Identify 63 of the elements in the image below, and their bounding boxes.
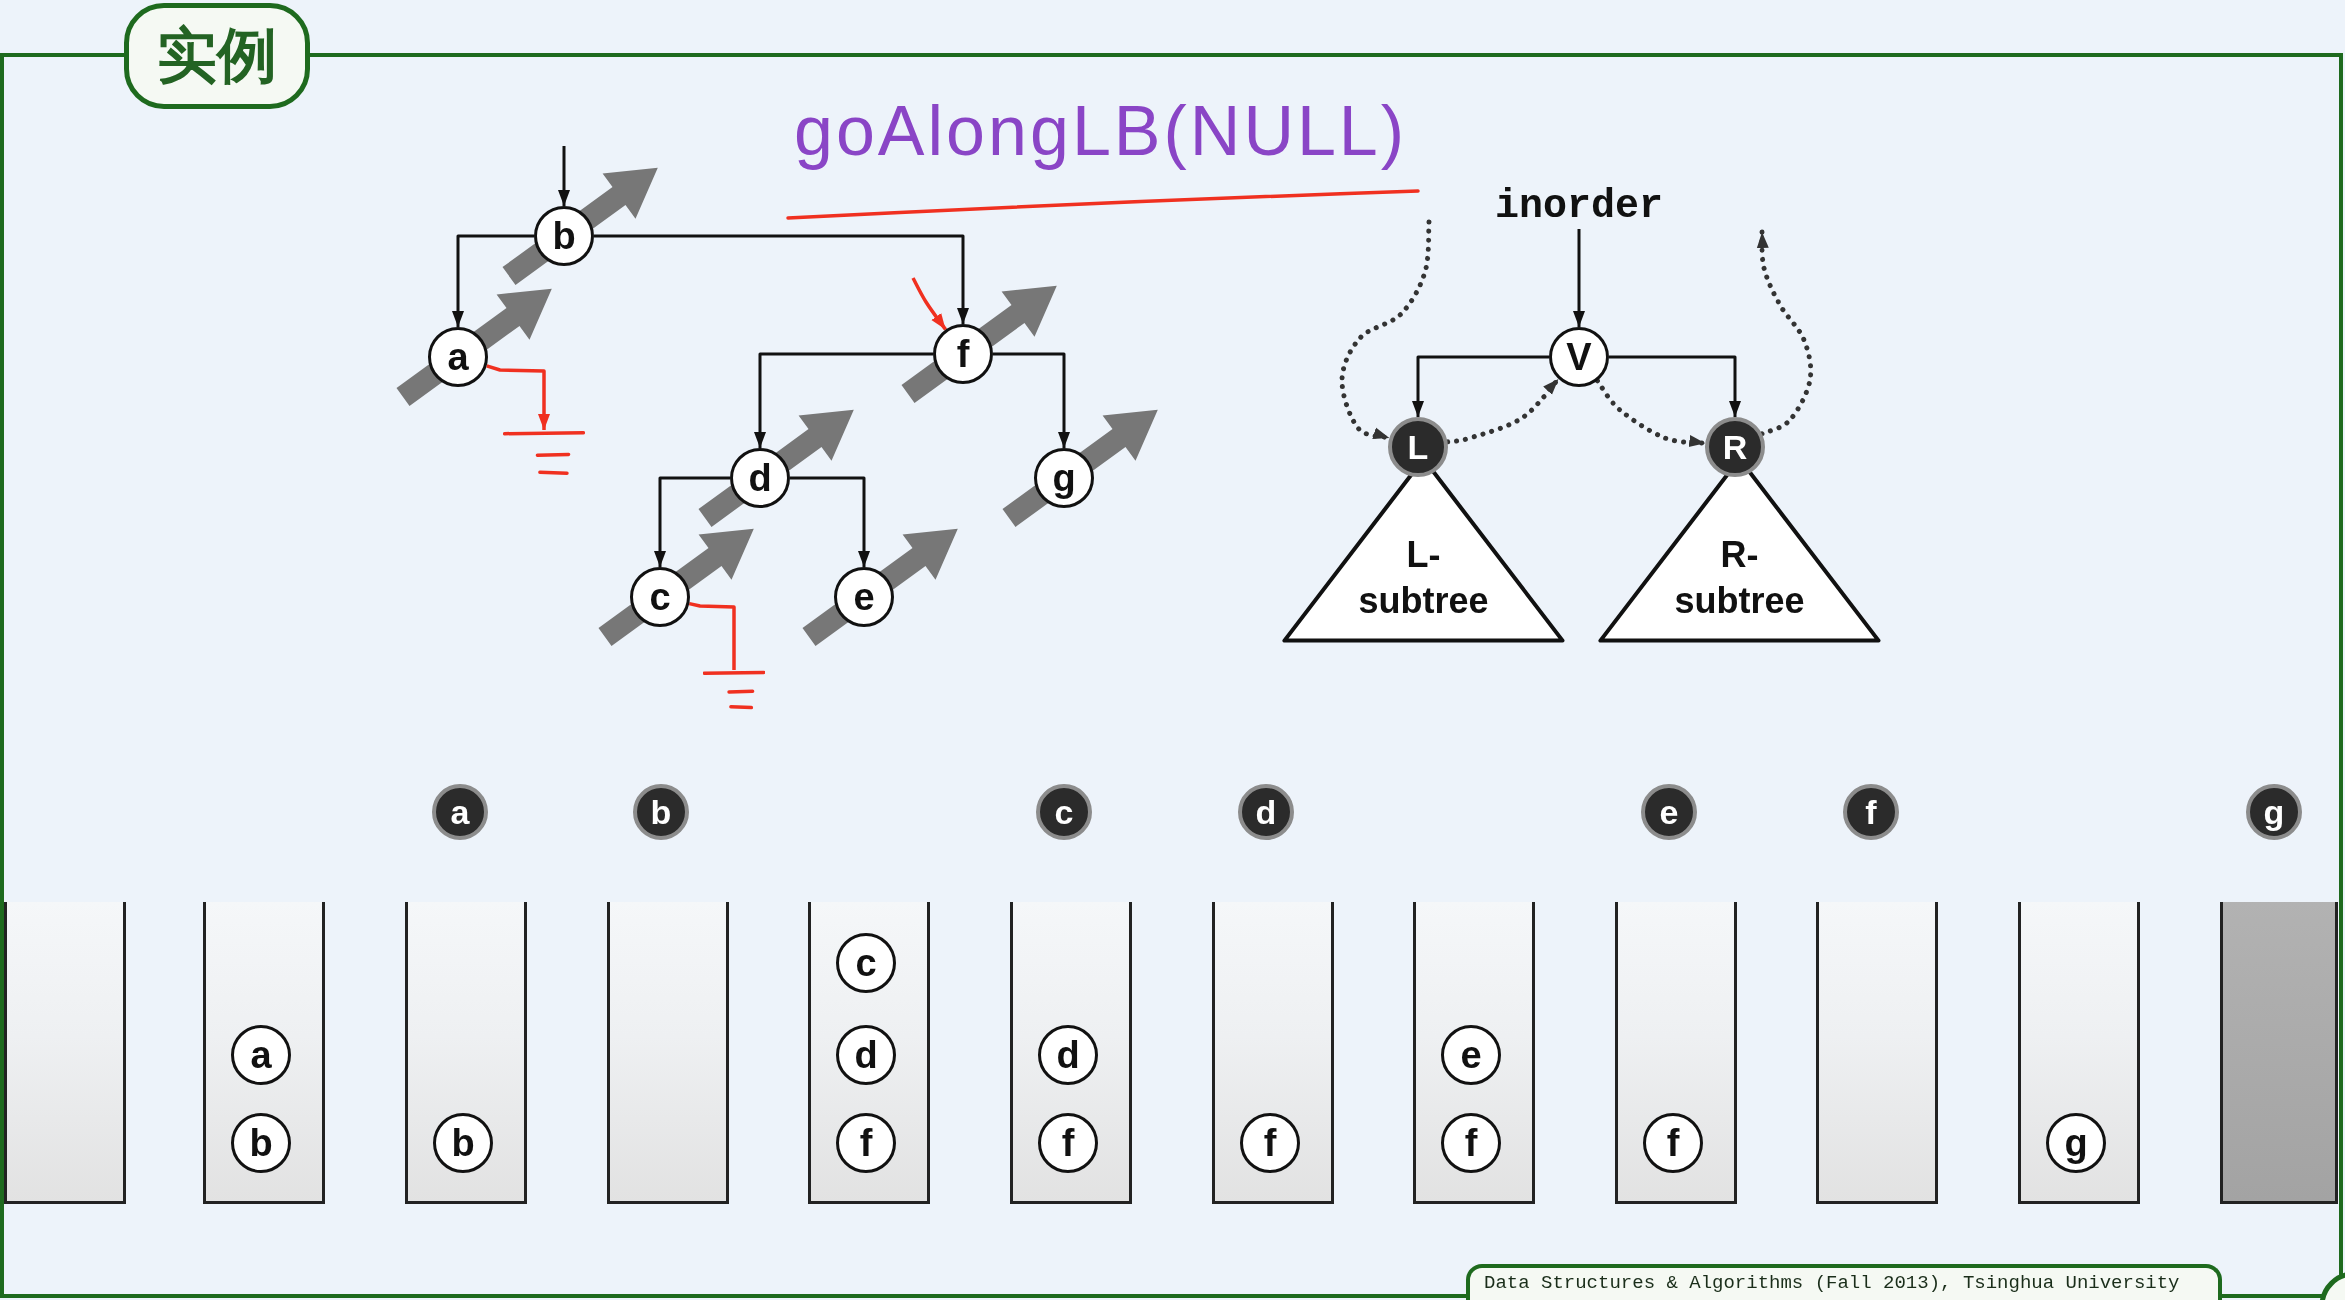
- visited-node: b: [633, 784, 689, 840]
- ground-icon: [703, 670, 765, 710]
- arrow: [911, 277, 947, 331]
- visited-node: f: [1843, 784, 1899, 840]
- node-circle: e: [834, 567, 894, 627]
- stack-entry: f: [1240, 1113, 1300, 1173]
- arrow: [1412, 355, 1549, 417]
- node-circle: R: [1705, 417, 1765, 477]
- arrow: [558, 146, 570, 206]
- connector-line: [688, 601, 736, 670]
- arrow: [790, 476, 870, 567]
- ground-icon: [503, 430, 585, 476]
- node-circle: d: [730, 448, 790, 508]
- stack-container: [405, 902, 527, 1204]
- text-label: inorder: [1494, 183, 1664, 229]
- arrow: [1573, 229, 1585, 327]
- stack-entry: e: [1441, 1025, 1501, 1085]
- stack-container: [4, 902, 126, 1204]
- visited-node: e: [1641, 784, 1697, 840]
- visited-node: a: [432, 784, 488, 840]
- stack-entry: f: [1643, 1113, 1703, 1173]
- arrow: [754, 352, 933, 448]
- stack-container: [1413, 902, 1535, 1204]
- dotted-arrow: [1756, 229, 1814, 437]
- stack-entry: b: [433, 1113, 493, 1173]
- arrow: [594, 234, 969, 324]
- dotted-arrow: [1339, 219, 1432, 441]
- node-circle: a: [428, 327, 488, 387]
- arrow: [654, 476, 730, 567]
- stack-container: [1615, 902, 1737, 1204]
- stack-container: [1010, 902, 1132, 1204]
- stack-container: [2018, 902, 2140, 1204]
- stack-container: [607, 902, 729, 1204]
- stack-entry: c: [836, 933, 896, 993]
- footer-tab: Data Structures & Algorithms (Fall 2013), Tsinghua University: [1466, 1264, 2222, 1300]
- title-tab: 实例: [124, 3, 310, 109]
- stack-entry: a: [231, 1025, 291, 1085]
- node-circle: b: [534, 206, 594, 266]
- stack-container: [1212, 902, 1334, 1204]
- arrow: [1609, 355, 1741, 417]
- node-circle: V: [1549, 327, 1609, 387]
- node-circle: c: [630, 567, 690, 627]
- stack-container: [1816, 902, 1938, 1204]
- arrow: [452, 234, 534, 327]
- stack-entry: b: [231, 1113, 291, 1173]
- arrow: [993, 352, 1070, 448]
- stack-container: [808, 902, 930, 1204]
- stack-entry: g: [2046, 1113, 2106, 1173]
- visited-node: c: [1036, 784, 1092, 840]
- visited-node: g: [2246, 784, 2302, 840]
- stack-entry: d: [836, 1025, 896, 1085]
- node-circle: L: [1388, 417, 1448, 477]
- node-circle: f: [933, 324, 993, 384]
- stack-entry: f: [1441, 1113, 1501, 1173]
- arrow: [486, 364, 550, 430]
- node-circle: g: [1034, 448, 1094, 508]
- dotted-arrow: [1445, 376, 1561, 445]
- stack-entry: f: [1038, 1113, 1098, 1173]
- visited-node: d: [1238, 784, 1294, 840]
- stack-entry: d: [1038, 1025, 1098, 1085]
- stack-container: [2220, 902, 2338, 1204]
- stack-container: [203, 902, 325, 1204]
- stack-entry: f: [836, 1113, 896, 1173]
